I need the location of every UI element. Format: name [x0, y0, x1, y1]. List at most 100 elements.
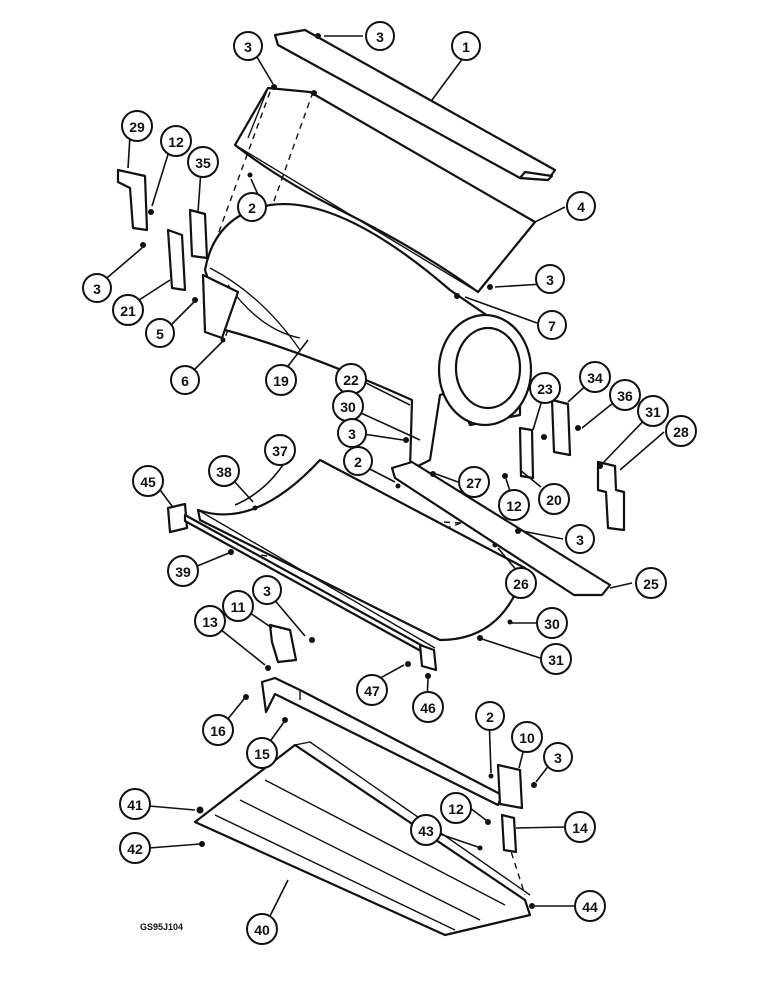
callout-circle: [511, 721, 543, 753]
callout-13: 13: [194, 605, 226, 637]
callout-circle: [356, 674, 388, 706]
callout-12: 12: [160, 125, 192, 157]
callout-2: 2: [237, 192, 267, 222]
callout-circle: [566, 191, 596, 221]
callout-circle: [202, 714, 234, 746]
callout-number: 39: [175, 564, 191, 580]
callout-number: 36: [617, 388, 633, 404]
callout-number: 34: [587, 370, 603, 386]
callout-41: 41: [119, 788, 151, 820]
callout-number: 42: [127, 841, 143, 857]
callout-circle: [208, 455, 240, 487]
callout-circle: [505, 567, 537, 599]
callout-circle: [458, 466, 490, 498]
callout-number: 4: [577, 199, 585, 215]
callout-circle: [543, 742, 573, 772]
callout-number: 41: [127, 797, 143, 813]
callout-number: 38: [216, 464, 232, 480]
callout-number: 5: [156, 326, 164, 342]
callout-number: 12: [448, 801, 464, 817]
callout-34: 34: [579, 361, 611, 393]
callout-12: 12: [498, 489, 530, 521]
part-29-bracket: [116, 168, 149, 232]
callout-number: 15: [254, 746, 270, 762]
callout-number: 13: [202, 614, 218, 630]
callout-circle: [119, 788, 151, 820]
callout-3: 3: [82, 273, 112, 303]
callout-2: 2: [343, 446, 373, 476]
callout-circle: [538, 483, 570, 515]
callout-circle: [160, 125, 192, 157]
part-23-bracket: [518, 426, 535, 480]
callout-2: 2: [475, 701, 505, 731]
callout-circle: [475, 701, 505, 731]
callout-number: 3: [348, 426, 356, 442]
callout-number: 7: [548, 318, 556, 334]
callout-circle: [246, 913, 278, 945]
callout-circle: [82, 273, 112, 303]
callout-circle: [579, 361, 611, 393]
callout-number: 3: [244, 39, 252, 55]
hardware-fasteners: [140, 33, 603, 909]
callout-circle: [246, 737, 278, 769]
callout-number: 30: [340, 399, 356, 415]
callout-number: 23: [537, 381, 553, 397]
callout-36: 36: [609, 379, 641, 411]
callout-circle: [170, 365, 200, 395]
callout-number: 43: [418, 823, 434, 839]
callout-number: 3: [554, 750, 562, 766]
callout-circle: [233, 31, 263, 61]
callout-number: 2: [486, 709, 494, 725]
callout-10: 10: [511, 721, 543, 753]
callout-40: 40: [246, 913, 278, 945]
callout-7: 7: [537, 310, 567, 340]
callout-circle: [535, 264, 565, 294]
callout-circle: [635, 567, 667, 599]
part-19-fan-housing: [201, 203, 533, 472]
callout-number: 47: [364, 683, 380, 699]
part-10-plate: [496, 763, 524, 810]
callout-circle: [537, 310, 567, 340]
callout-circle: [222, 590, 254, 622]
callout-number: 3: [93, 281, 101, 297]
callout-circle: [112, 294, 144, 326]
callout-45: 45: [132, 465, 164, 497]
callout-number: 16: [210, 723, 226, 739]
callout-number: 11: [231, 599, 246, 615]
callout-circle: [145, 318, 175, 348]
callout-circle: [564, 811, 596, 843]
callout-circle: [119, 832, 151, 864]
callout-circle: [637, 395, 669, 427]
callout-number: 22: [343, 372, 359, 388]
callout-circle: [343, 446, 373, 476]
callout-number: 46: [420, 700, 436, 716]
callout-number: 3: [263, 583, 271, 599]
callout-circle: [498, 489, 530, 521]
callout-number: 12: [506, 498, 522, 514]
callout-circle: [132, 465, 164, 497]
callout-11: 11: [222, 590, 254, 622]
callout-circle: [265, 364, 297, 396]
callout-number: 44: [582, 899, 598, 915]
callout-number: 2: [248, 200, 256, 216]
callout-12: 12: [440, 792, 472, 824]
callout-3: 3: [337, 418, 367, 448]
callout-number: 10: [519, 730, 535, 746]
callout-number: 3: [576, 532, 584, 548]
callout-38: 38: [208, 455, 240, 487]
callout-number: 35: [195, 155, 211, 171]
callout-23: 23: [529, 372, 561, 404]
callout-31: 31: [540, 643, 572, 675]
callout-circle: [609, 379, 641, 411]
callout-circle: [540, 643, 572, 675]
callout-3: 3: [252, 575, 282, 605]
part-14-bracket: [500, 813, 518, 854]
callout-number: 14: [572, 820, 588, 836]
callout-circle: [167, 555, 199, 587]
callout-circle: [121, 110, 153, 142]
part-1-top-strip: [273, 28, 557, 182]
callout-14: 14: [564, 811, 596, 843]
callout-4: 4: [566, 191, 596, 221]
callout-26: 26: [505, 567, 537, 599]
callout-circle: [237, 192, 267, 222]
